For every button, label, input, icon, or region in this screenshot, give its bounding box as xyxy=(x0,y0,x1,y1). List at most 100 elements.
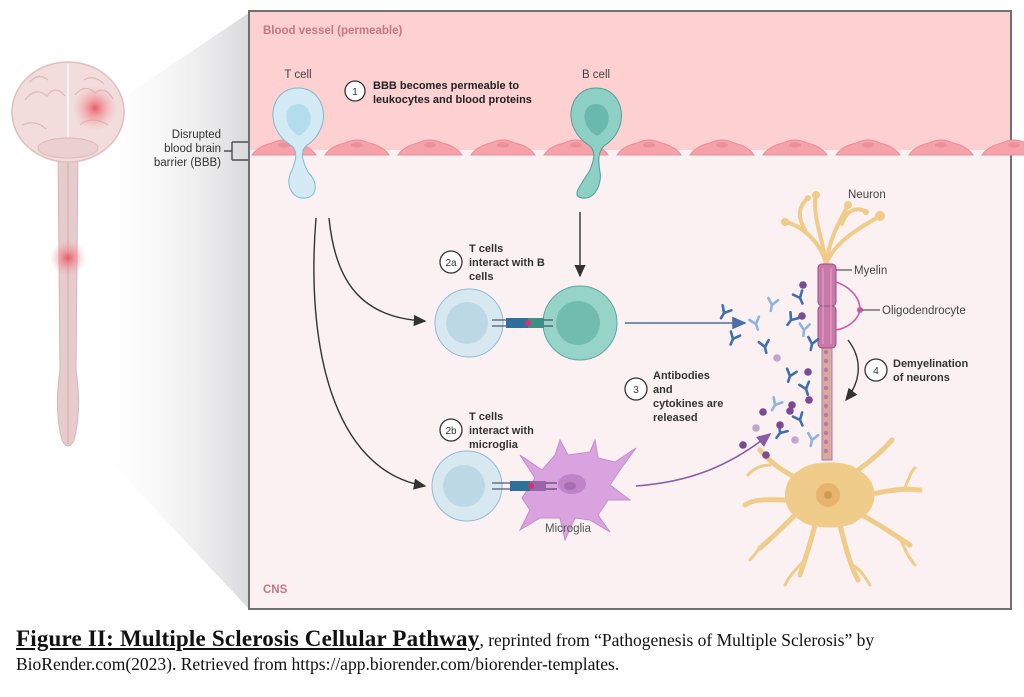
step-4-line-2: of neurons xyxy=(893,372,950,384)
step-2a-line-1: T cells xyxy=(469,243,503,255)
antibodies-and-cytokines xyxy=(719,281,820,459)
step-1: 1 BBB becomes permeable to leukocytes an… xyxy=(344,80,532,106)
axon-damage-mark xyxy=(823,430,829,436)
zoom-projection xyxy=(90,12,250,610)
axon-damage-mark xyxy=(823,403,829,409)
step-2b-badge: 2b xyxy=(445,426,457,437)
antibody-icon xyxy=(748,315,761,332)
endothelial-cell xyxy=(616,139,682,156)
t-cell-microglia-interaction: Microglia xyxy=(431,438,637,542)
antibody-icon xyxy=(791,411,804,427)
antibody-icon xyxy=(807,431,820,448)
cytokine-dot xyxy=(776,421,784,429)
axon-damage-mark xyxy=(823,385,829,391)
step-3: 3 Antibodies and cytokines are released xyxy=(624,370,723,424)
cytokine-dot xyxy=(786,407,794,415)
cytokine-dot xyxy=(805,396,813,404)
antibody-icon xyxy=(786,310,800,327)
cytokine-dot xyxy=(788,401,796,409)
arrow-demyelination xyxy=(845,339,859,402)
caption-title: Figure II: Multiple Sclerosis Cellular P… xyxy=(16,626,480,651)
neuron-label: Neuron xyxy=(848,189,886,201)
myelin-sheath-1 xyxy=(817,263,837,307)
cytokine-dot xyxy=(804,368,812,376)
brain-spinal-cord-illustration xyxy=(11,61,125,447)
step-2a: 2a T cells interact with B cells xyxy=(439,243,545,283)
endothelial-cell-layer xyxy=(251,139,1024,156)
brain-lesion xyxy=(73,86,117,130)
endothelial-cell xyxy=(835,139,901,156)
antibody-icon xyxy=(791,289,804,305)
antibody-icon xyxy=(798,380,811,397)
step-4-badge: 4 xyxy=(873,366,879,377)
cytokine-dot xyxy=(739,441,747,449)
caption-citation: , reprinted from “Pathogenesis of Multip… xyxy=(16,630,875,674)
axon-damage-mark xyxy=(823,394,829,400)
antigen xyxy=(525,320,531,326)
bbb-side-label: Disrupted blood brain barrier (BBB) xyxy=(154,129,248,169)
endothelial-cell xyxy=(397,139,463,156)
tcr-receptor xyxy=(506,318,528,328)
step-2b-line-2: interact with xyxy=(469,425,534,437)
myelin-label: Myelin xyxy=(854,265,887,277)
cytokine-dot xyxy=(759,408,767,416)
step-2a-badge: 2a xyxy=(445,258,457,269)
myelin-sheath-2 xyxy=(817,305,837,349)
blood-vessel-region xyxy=(250,12,1010,150)
step-4: 4 Demyelination of neurons xyxy=(845,339,968,402)
axon-damage-mark xyxy=(823,358,829,364)
step-2a-line-2: interact with B xyxy=(469,257,545,269)
antibody-icon xyxy=(757,338,770,355)
antibody-icon xyxy=(770,396,784,412)
axon-damage-mark xyxy=(823,367,829,373)
arrow-t-cell-to-2a xyxy=(328,217,427,327)
step-1-badge: 1 xyxy=(352,87,358,98)
side-label-line-3: barrier (BBB) xyxy=(154,157,221,169)
cytokine-dot xyxy=(773,354,781,362)
antibody-icon xyxy=(798,322,811,338)
step-3-line-3: cytokines are xyxy=(653,398,723,410)
step-3-line-2: and xyxy=(653,384,673,396)
figure-caption: Figure II: Multiple Sclerosis Cellular P… xyxy=(16,626,1006,677)
step-3-badge: 3 xyxy=(633,385,639,396)
cytokine-dot xyxy=(762,451,770,459)
cns-label: CNS xyxy=(263,584,288,596)
b-cell-label: B cell xyxy=(582,69,610,81)
cytokine-dot xyxy=(752,424,760,432)
neuron-soma xyxy=(742,437,923,587)
t-cell-crossing: T cell xyxy=(272,69,324,199)
axon-damage-marks xyxy=(823,349,829,454)
endothelial-cell xyxy=(689,139,755,156)
endothelial-cell xyxy=(470,139,536,156)
axon-damage-mark xyxy=(823,412,829,418)
mhc-complex xyxy=(528,318,544,328)
blood-vessel-label: Blood vessel (permeable) xyxy=(263,25,402,37)
cytokine-dot xyxy=(799,281,807,289)
step-2b-line-1: T cells xyxy=(469,411,503,423)
axon-damage-mark xyxy=(823,349,829,355)
endothelial-cell xyxy=(324,139,390,156)
main-panel: Blood vessel (permeable) CNS xyxy=(248,10,1024,610)
t-b-cell-interaction xyxy=(434,285,618,361)
step-2b-line-3: microglia xyxy=(469,439,519,451)
step-4-line-1: Demyelination xyxy=(893,358,968,370)
step-2b: 2b T cells interact with microglia xyxy=(439,411,534,451)
spinal-lesion xyxy=(50,240,86,276)
side-label-line-1: Disrupted xyxy=(172,129,221,141)
endothelial-cell xyxy=(981,139,1024,156)
oligodendrocyte-label: Oligodendrocyte xyxy=(882,305,966,317)
antibody-icon xyxy=(729,330,742,346)
b-cell-crossing: B cell xyxy=(570,69,622,199)
axon-damage-mark xyxy=(823,448,829,454)
t-cell-label: T cell xyxy=(284,69,311,81)
antibody-icon xyxy=(807,335,820,352)
axon-damage-mark xyxy=(823,439,829,445)
neuron: Neuron Myelin Oligodendrocyte xyxy=(742,189,966,587)
step-2a-line-3: cells xyxy=(469,271,493,283)
step-1-line-2: leukocytes and blood proteins xyxy=(373,94,532,106)
cytokine-dot xyxy=(798,312,806,320)
endothelial-cell xyxy=(762,139,828,156)
arrow-t-cell-to-2b xyxy=(313,217,427,490)
step-3-line-1: Antibodies xyxy=(653,370,710,382)
